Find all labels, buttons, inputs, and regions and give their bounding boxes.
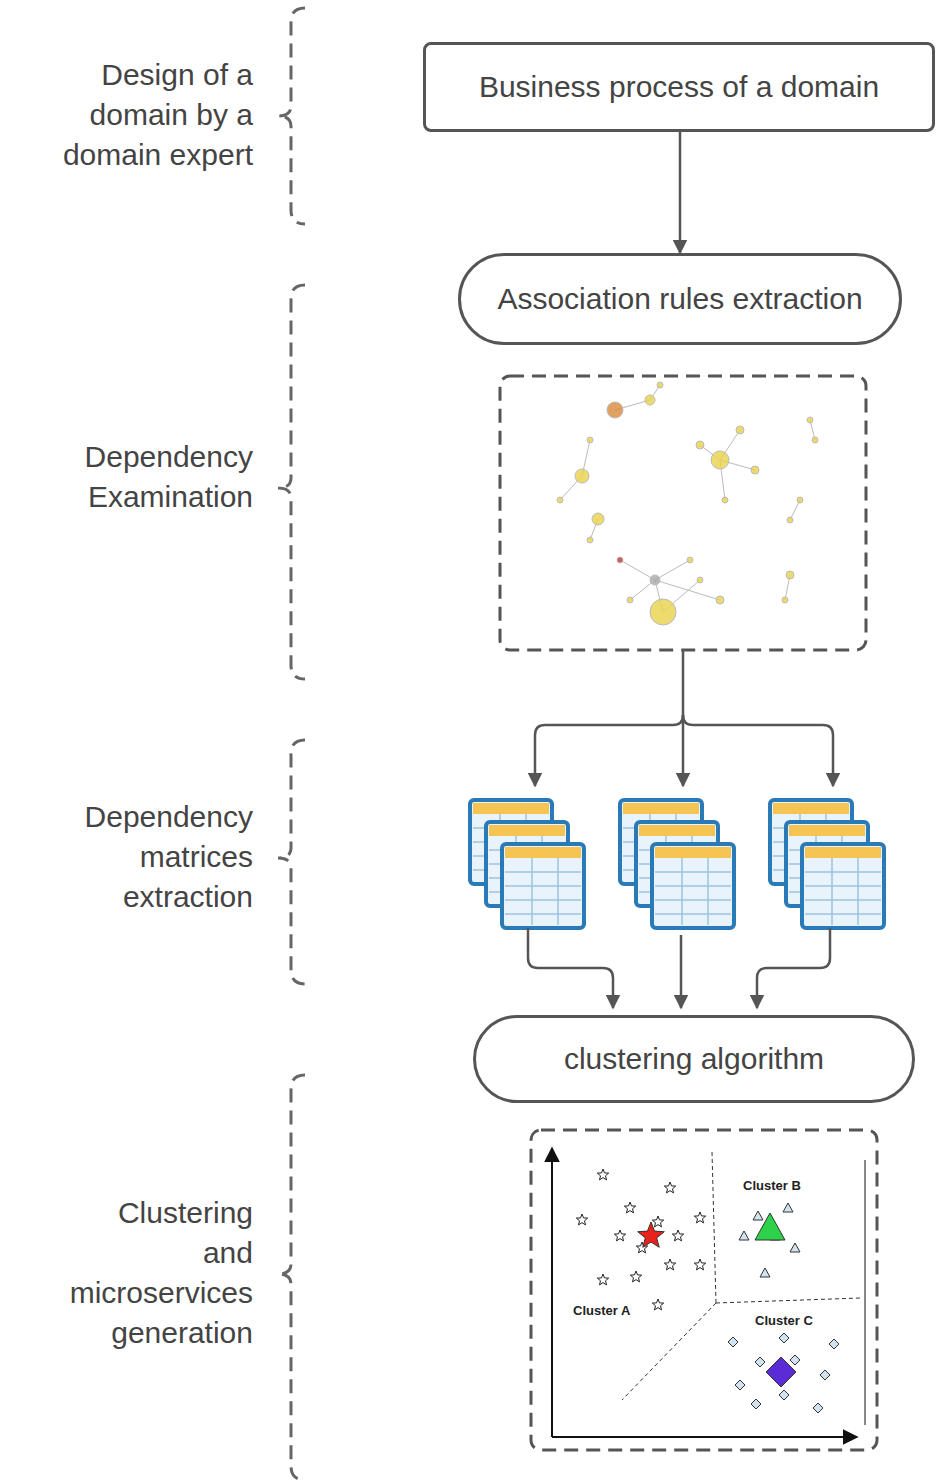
node-text: Business process of a domain	[479, 70, 879, 104]
stage-label: Design of a domain by a domain expert	[8, 55, 253, 175]
stage-label: Clustering and microservices generation	[70, 1193, 253, 1353]
process-ellipse: Association rules extraction	[458, 253, 902, 345]
stage-label: Dependency matrices extraction	[85, 797, 253, 917]
stage-label: Dependency Examination	[85, 437, 253, 517]
cluster-label: Cluster A	[572, 1303, 631, 1318]
dashed-frame	[531, 1130, 877, 1450]
cluster-label: Cluster B	[742, 1178, 802, 1193]
cluster-plot	[552, 1148, 865, 1437]
node-text: clustering algorithm	[564, 1042, 824, 1076]
dashed-frame	[500, 376, 866, 650]
merge-arrows	[528, 928, 830, 1008]
association-graph	[557, 382, 818, 625]
process-ellipse: clustering algorithm	[473, 1015, 915, 1103]
table-icons	[470, 800, 884, 928]
node-text: Association rules extraction	[497, 282, 862, 316]
flow-arrow	[679, 132, 682, 253]
cluster-label: Cluster C	[754, 1313, 814, 1328]
bracket	[278, 8, 305, 1480]
branch-arrows	[535, 650, 833, 786]
process-box: Business process of a domain	[423, 42, 935, 132]
